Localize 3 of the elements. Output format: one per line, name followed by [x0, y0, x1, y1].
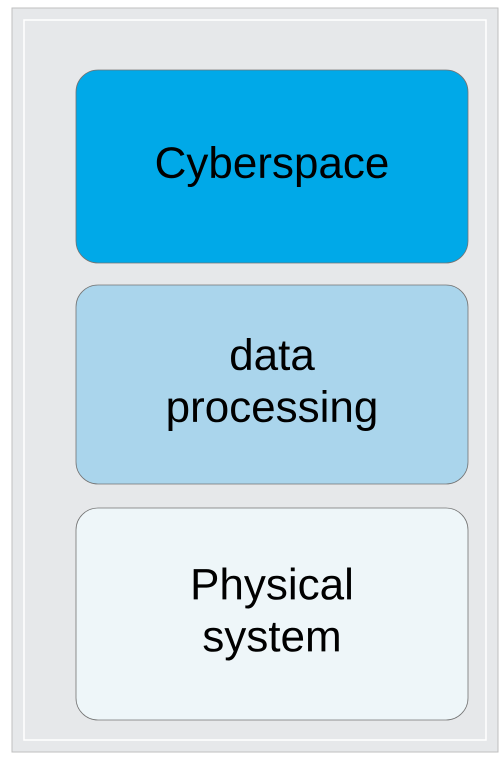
layer-box: Cyberspace: [76, 70, 468, 264]
layer-box: Physical system: [76, 508, 468, 720]
layer-box: data processing: [76, 284, 468, 484]
